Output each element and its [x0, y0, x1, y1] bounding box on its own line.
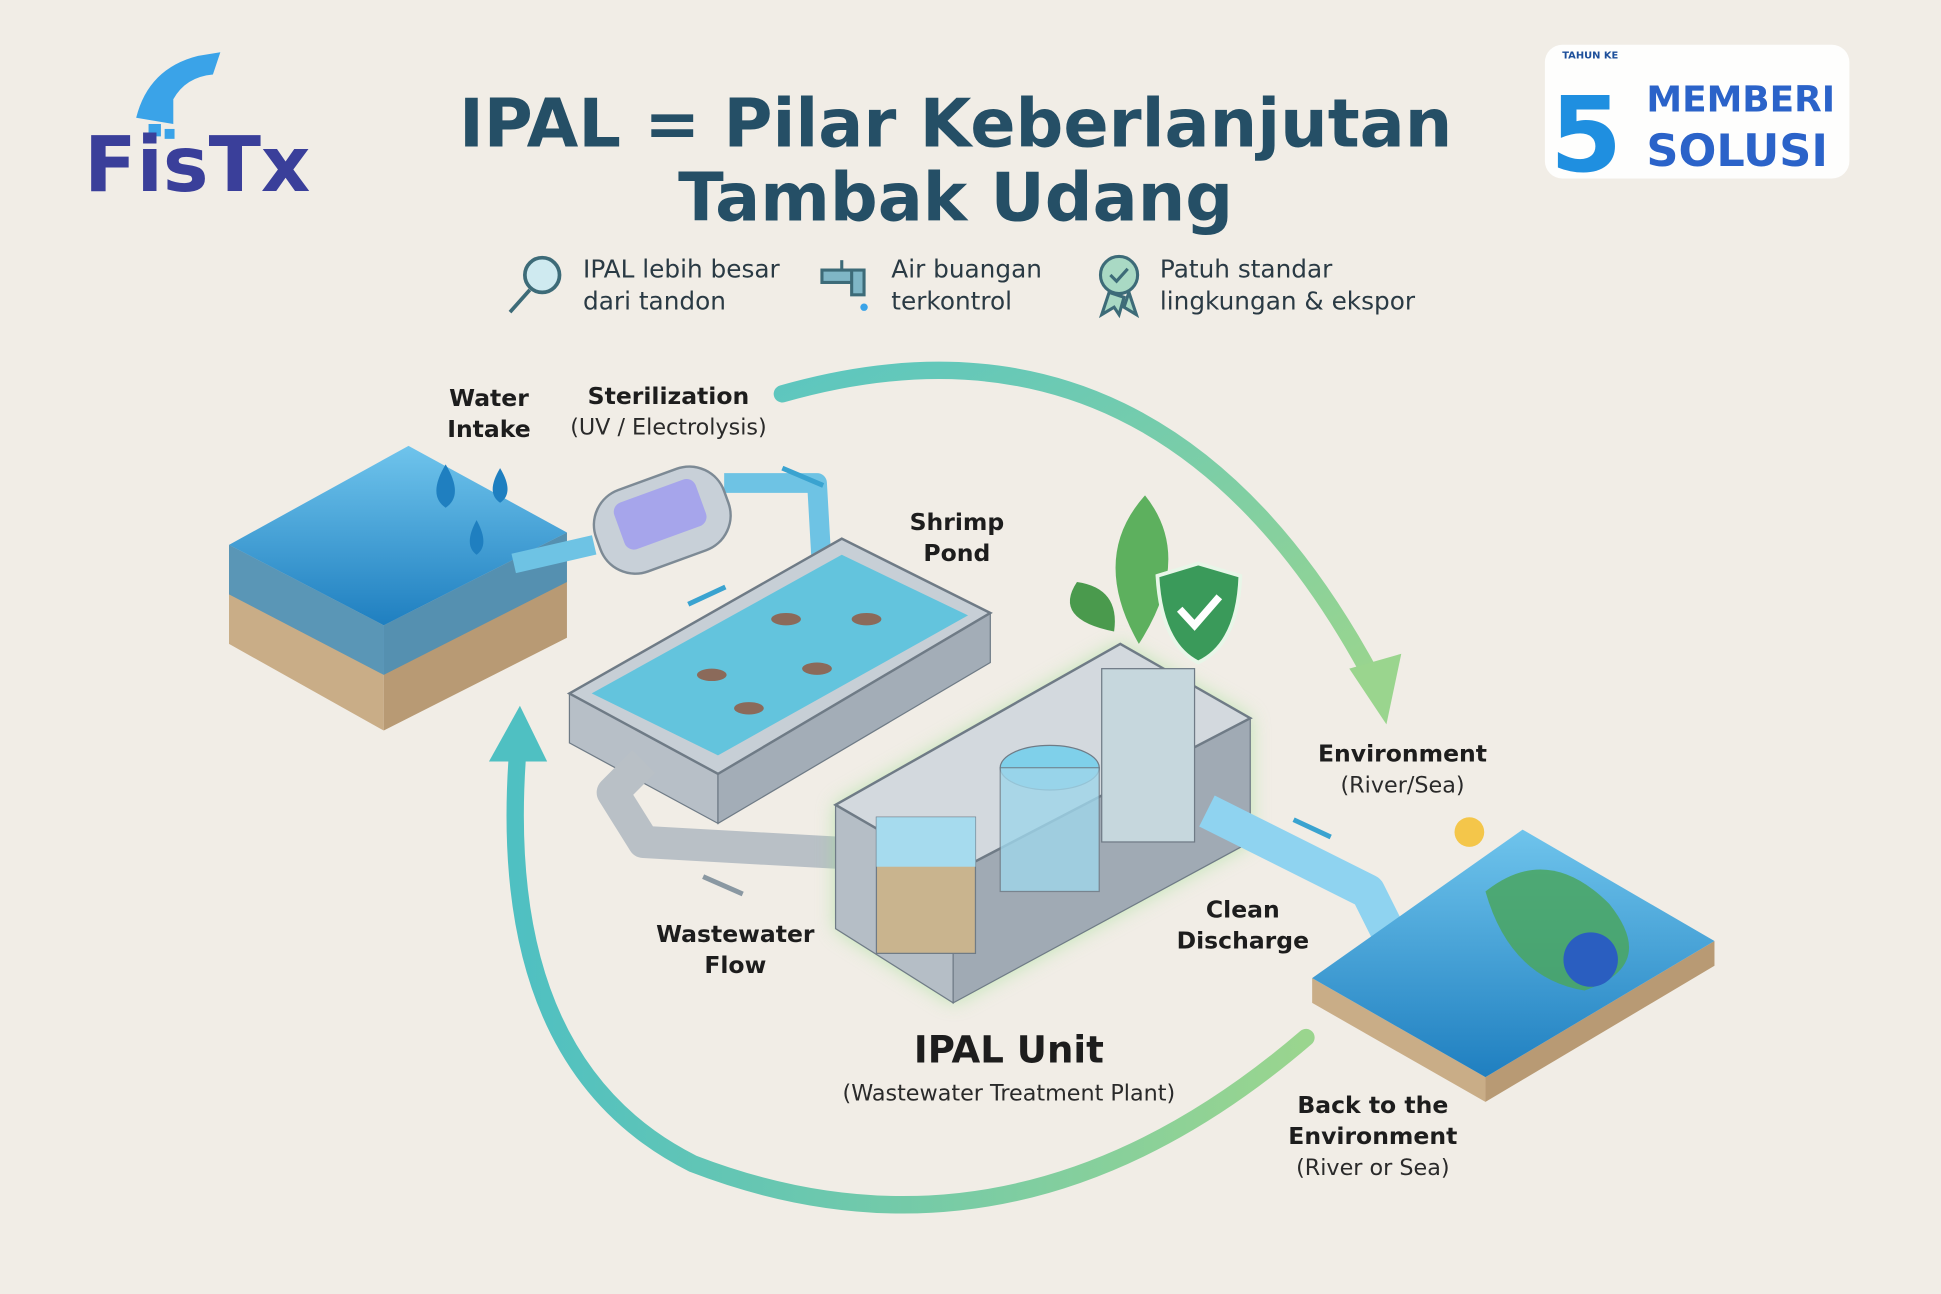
sterilization-sub: (UV / Electrolysis) [570, 415, 767, 441]
flow-arrow [687, 584, 727, 607]
feature-3-line1: Patuh standar [1160, 254, 1333, 283]
intake-pipe [511, 535, 597, 574]
water-intake-label-2: Intake [447, 415, 531, 443]
badge-line1: MEMBERI [1646, 80, 1835, 121]
magnifier-icon [508, 255, 562, 314]
shrimp-pond [566, 537, 993, 825]
title-line1: IPAL = Pilar Keberlanjutan [459, 84, 1452, 162]
ipal-unit-sub: (Wastewater Treatment Plant) [843, 1081, 1176, 1107]
uv-sterilizer [592, 465, 732, 575]
leaf-shield-icon [1069, 495, 1243, 665]
feature-1: IPAL lebih besar dari tandon [508, 254, 781, 316]
anniversary-badge: TAHUN KE 5 MEMBERI SOLUSI [1544, 44, 1850, 196]
feature-2-line1: Air buangan [891, 254, 1042, 283]
badge-top-text: TAHUN KE [1562, 50, 1618, 61]
badge-number: 5 [1550, 74, 1622, 196]
clean-discharge-label: Clean [1206, 895, 1280, 923]
environment-block [1312, 817, 1715, 1102]
ipal-unit [833, 642, 1253, 1005]
logo-text: FisTx [84, 121, 310, 210]
ipal-unit-label: IPAL Unit [914, 1028, 1104, 1071]
cycle-arrowhead-top [1349, 653, 1402, 725]
shrimp-icon [696, 612, 882, 715]
environment-label: Environment [1318, 740, 1487, 768]
wastewater-pipe [596, 750, 868, 871]
feature-3-line2: lingkungan & ekspor [1160, 287, 1416, 316]
feature-1-line1: IPAL lebih besar [583, 254, 780, 283]
fistx-logo: FisTx [84, 52, 310, 210]
back-env-label-2: Environment [1288, 1122, 1457, 1150]
back-env-label: Back to the [1297, 1091, 1448, 1119]
badge-line2: SOLUSI [1646, 125, 1828, 177]
faucet-icon [820, 260, 868, 311]
sun-icon [1454, 817, 1485, 847]
water-intake-label: Water [449, 384, 529, 412]
certificate-badge-icon [1098, 254, 1140, 319]
flow-arrow [1292, 817, 1332, 840]
feature-1-line2: dari tandon [583, 287, 726, 316]
sterilization-label: Sterilization [588, 382, 750, 410]
shrimp-pond-label: Shrimp [910, 508, 1005, 536]
flow-arrow [702, 874, 744, 897]
water-drops-icon [436, 464, 508, 555]
clean-discharge-label-2: Discharge [1177, 926, 1309, 954]
wastewater-flow-label-2: Flow [704, 951, 766, 979]
flow-arrow [781, 465, 825, 488]
cycle-arrowhead-bottom [488, 705, 548, 762]
back-env-sub: (River or Sea) [1296, 1155, 1449, 1181]
water-source-block [229, 445, 567, 731]
feature-2-line2: terkontrol [891, 287, 1012, 316]
feature-3: Patuh standar lingkungan & ekspor [1098, 254, 1416, 319]
feature-2: Air buangan terkontrol [820, 254, 1042, 316]
cycle-arrow-bottom [506, 746, 1315, 1214]
environment-sub: (River/Sea) [1340, 772, 1464, 798]
shrimp-pond-label-2: Pond [923, 539, 990, 567]
title-line2: Tambak Udang [678, 159, 1233, 237]
wastewater-flow-label: Wastewater [656, 920, 815, 948]
cycle-arrow-top [773, 361, 1383, 690]
fish-icon [136, 52, 221, 124]
